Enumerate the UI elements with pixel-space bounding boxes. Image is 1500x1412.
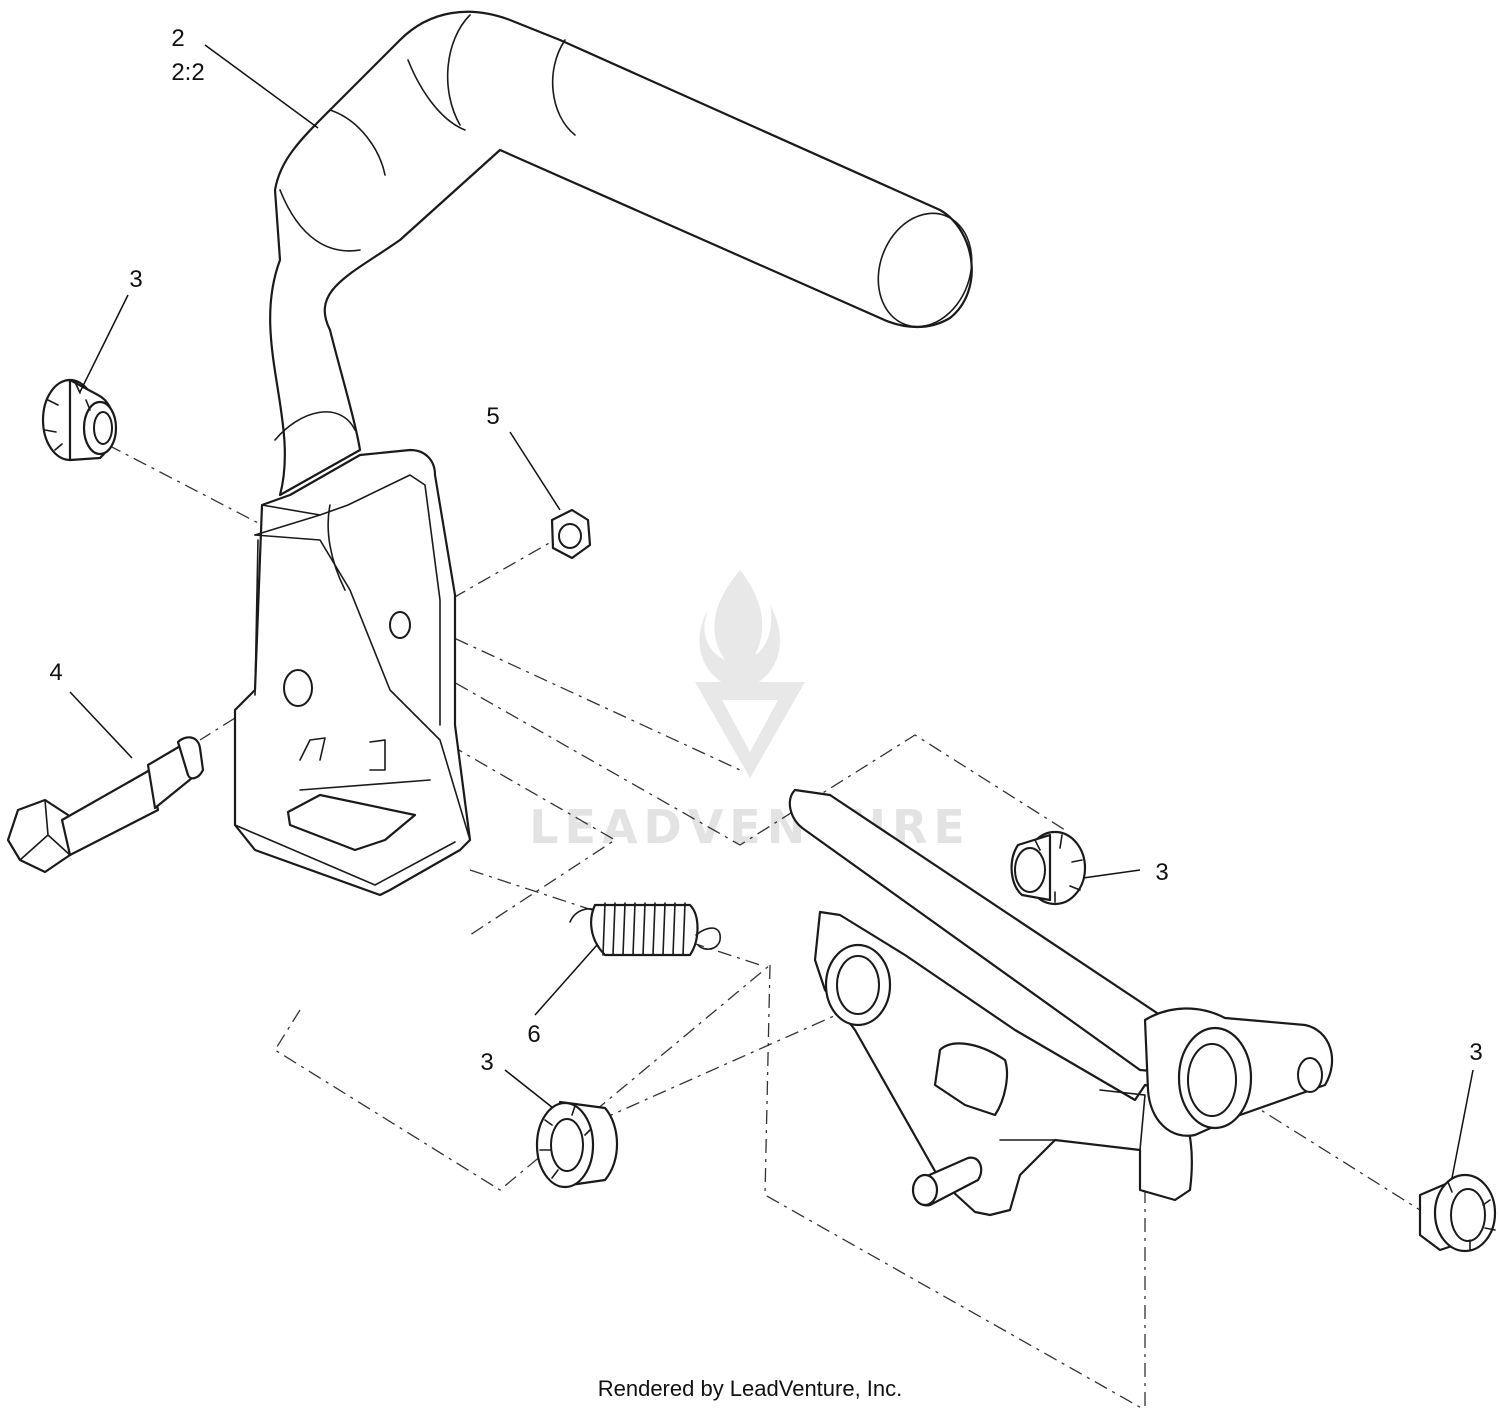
callout-labels: 2 2:2 3 5 4 3 6 3 3 <box>49 25 1482 1076</box>
bushing-part-a <box>41 378 118 462</box>
callout-3-upper-left: 3 <box>129 266 142 293</box>
callout-3-bottom-right: 3 <box>1469 1039 1482 1066</box>
callout-3-bottom-middle: 3 <box>480 1049 493 1076</box>
bushing-part-d <box>1418 1173 1497 1253</box>
callout-5: 5 <box>486 403 499 430</box>
nut-part <box>550 508 592 560</box>
callout-3-right: 3 <box>1155 859 1168 886</box>
leader-lines <box>69 44 1474 1179</box>
callout-6: 6 <box>527 1021 540 1048</box>
bushing-part-c <box>535 1100 619 1189</box>
callout-4: 4 <box>49 659 62 686</box>
render-credit: Rendered by LeadVenture, Inc. <box>597 1376 903 1401</box>
bushing-part-b <box>1010 830 1087 906</box>
watermark-logo: LEADVENTURE <box>529 570 965 854</box>
bolt-part <box>6 736 205 874</box>
spring-part <box>569 902 721 957</box>
callout-2-qty: 2:2 <box>171 59 204 86</box>
bracket-assembly-part <box>788 788 1334 1217</box>
handle-lever-part <box>233 10 973 897</box>
callout-2: 2 <box>171 25 184 52</box>
